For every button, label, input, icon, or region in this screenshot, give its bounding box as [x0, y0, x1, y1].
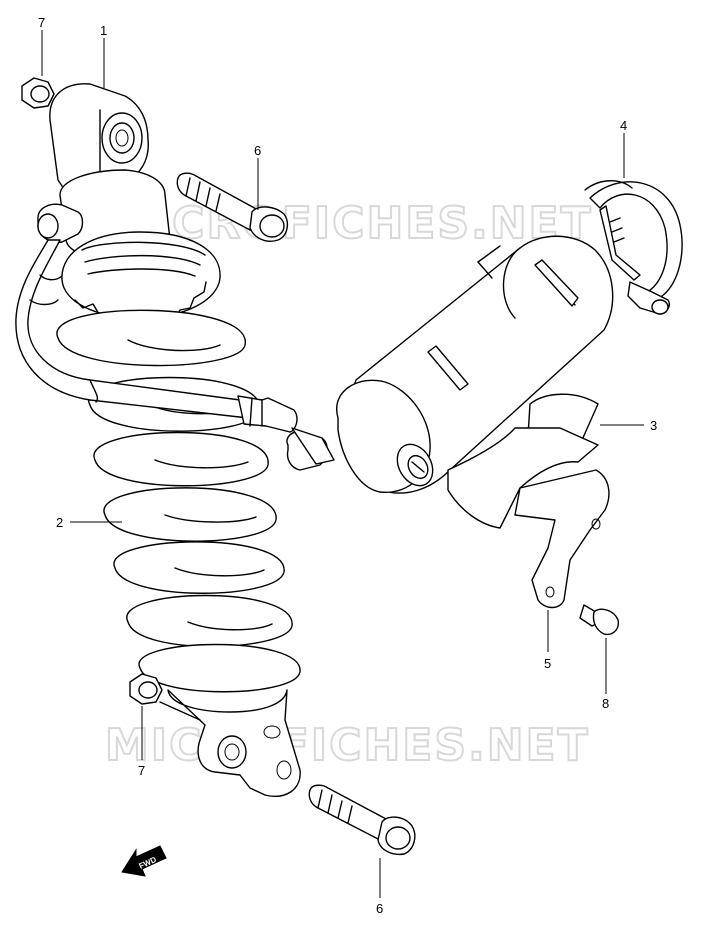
leader-lines	[41, 30, 644, 898]
upper-nut	[21, 77, 55, 109]
callout-8: 8	[602, 696, 609, 711]
callout-5: 5	[544, 656, 551, 671]
mounting-plate	[514, 469, 610, 609]
callout-4: 4	[620, 118, 627, 133]
callout-2: 2	[56, 515, 63, 530]
callout-7-bottom: 7	[138, 763, 145, 778]
lower-bolt	[308, 784, 416, 856]
small-bolt	[579, 604, 619, 636]
reservoir-tank	[336, 235, 614, 494]
upper-bolt	[176, 172, 289, 242]
callout-6-bottom: 6	[376, 901, 383, 916]
coil-spring	[56, 309, 301, 693]
reservoir-bracket	[447, 393, 599, 529]
callout-labels: 1 2 3 4 5 6 6 7 7 8	[38, 15, 657, 916]
callout-7-top: 7	[38, 15, 45, 30]
reservoir-hose	[15, 239, 335, 471]
shock-absorber	[37, 83, 301, 797]
hose-clamp	[584, 180, 683, 315]
callout-3: 3	[650, 418, 657, 433]
watermark-bottom: MICROFICHES.NET	[105, 720, 590, 771]
forward-arrow: FWD	[121, 845, 167, 877]
callout-6-top: 6	[254, 143, 261, 158]
callout-1: 1	[100, 23, 107, 38]
lower-nut	[129, 673, 201, 721]
